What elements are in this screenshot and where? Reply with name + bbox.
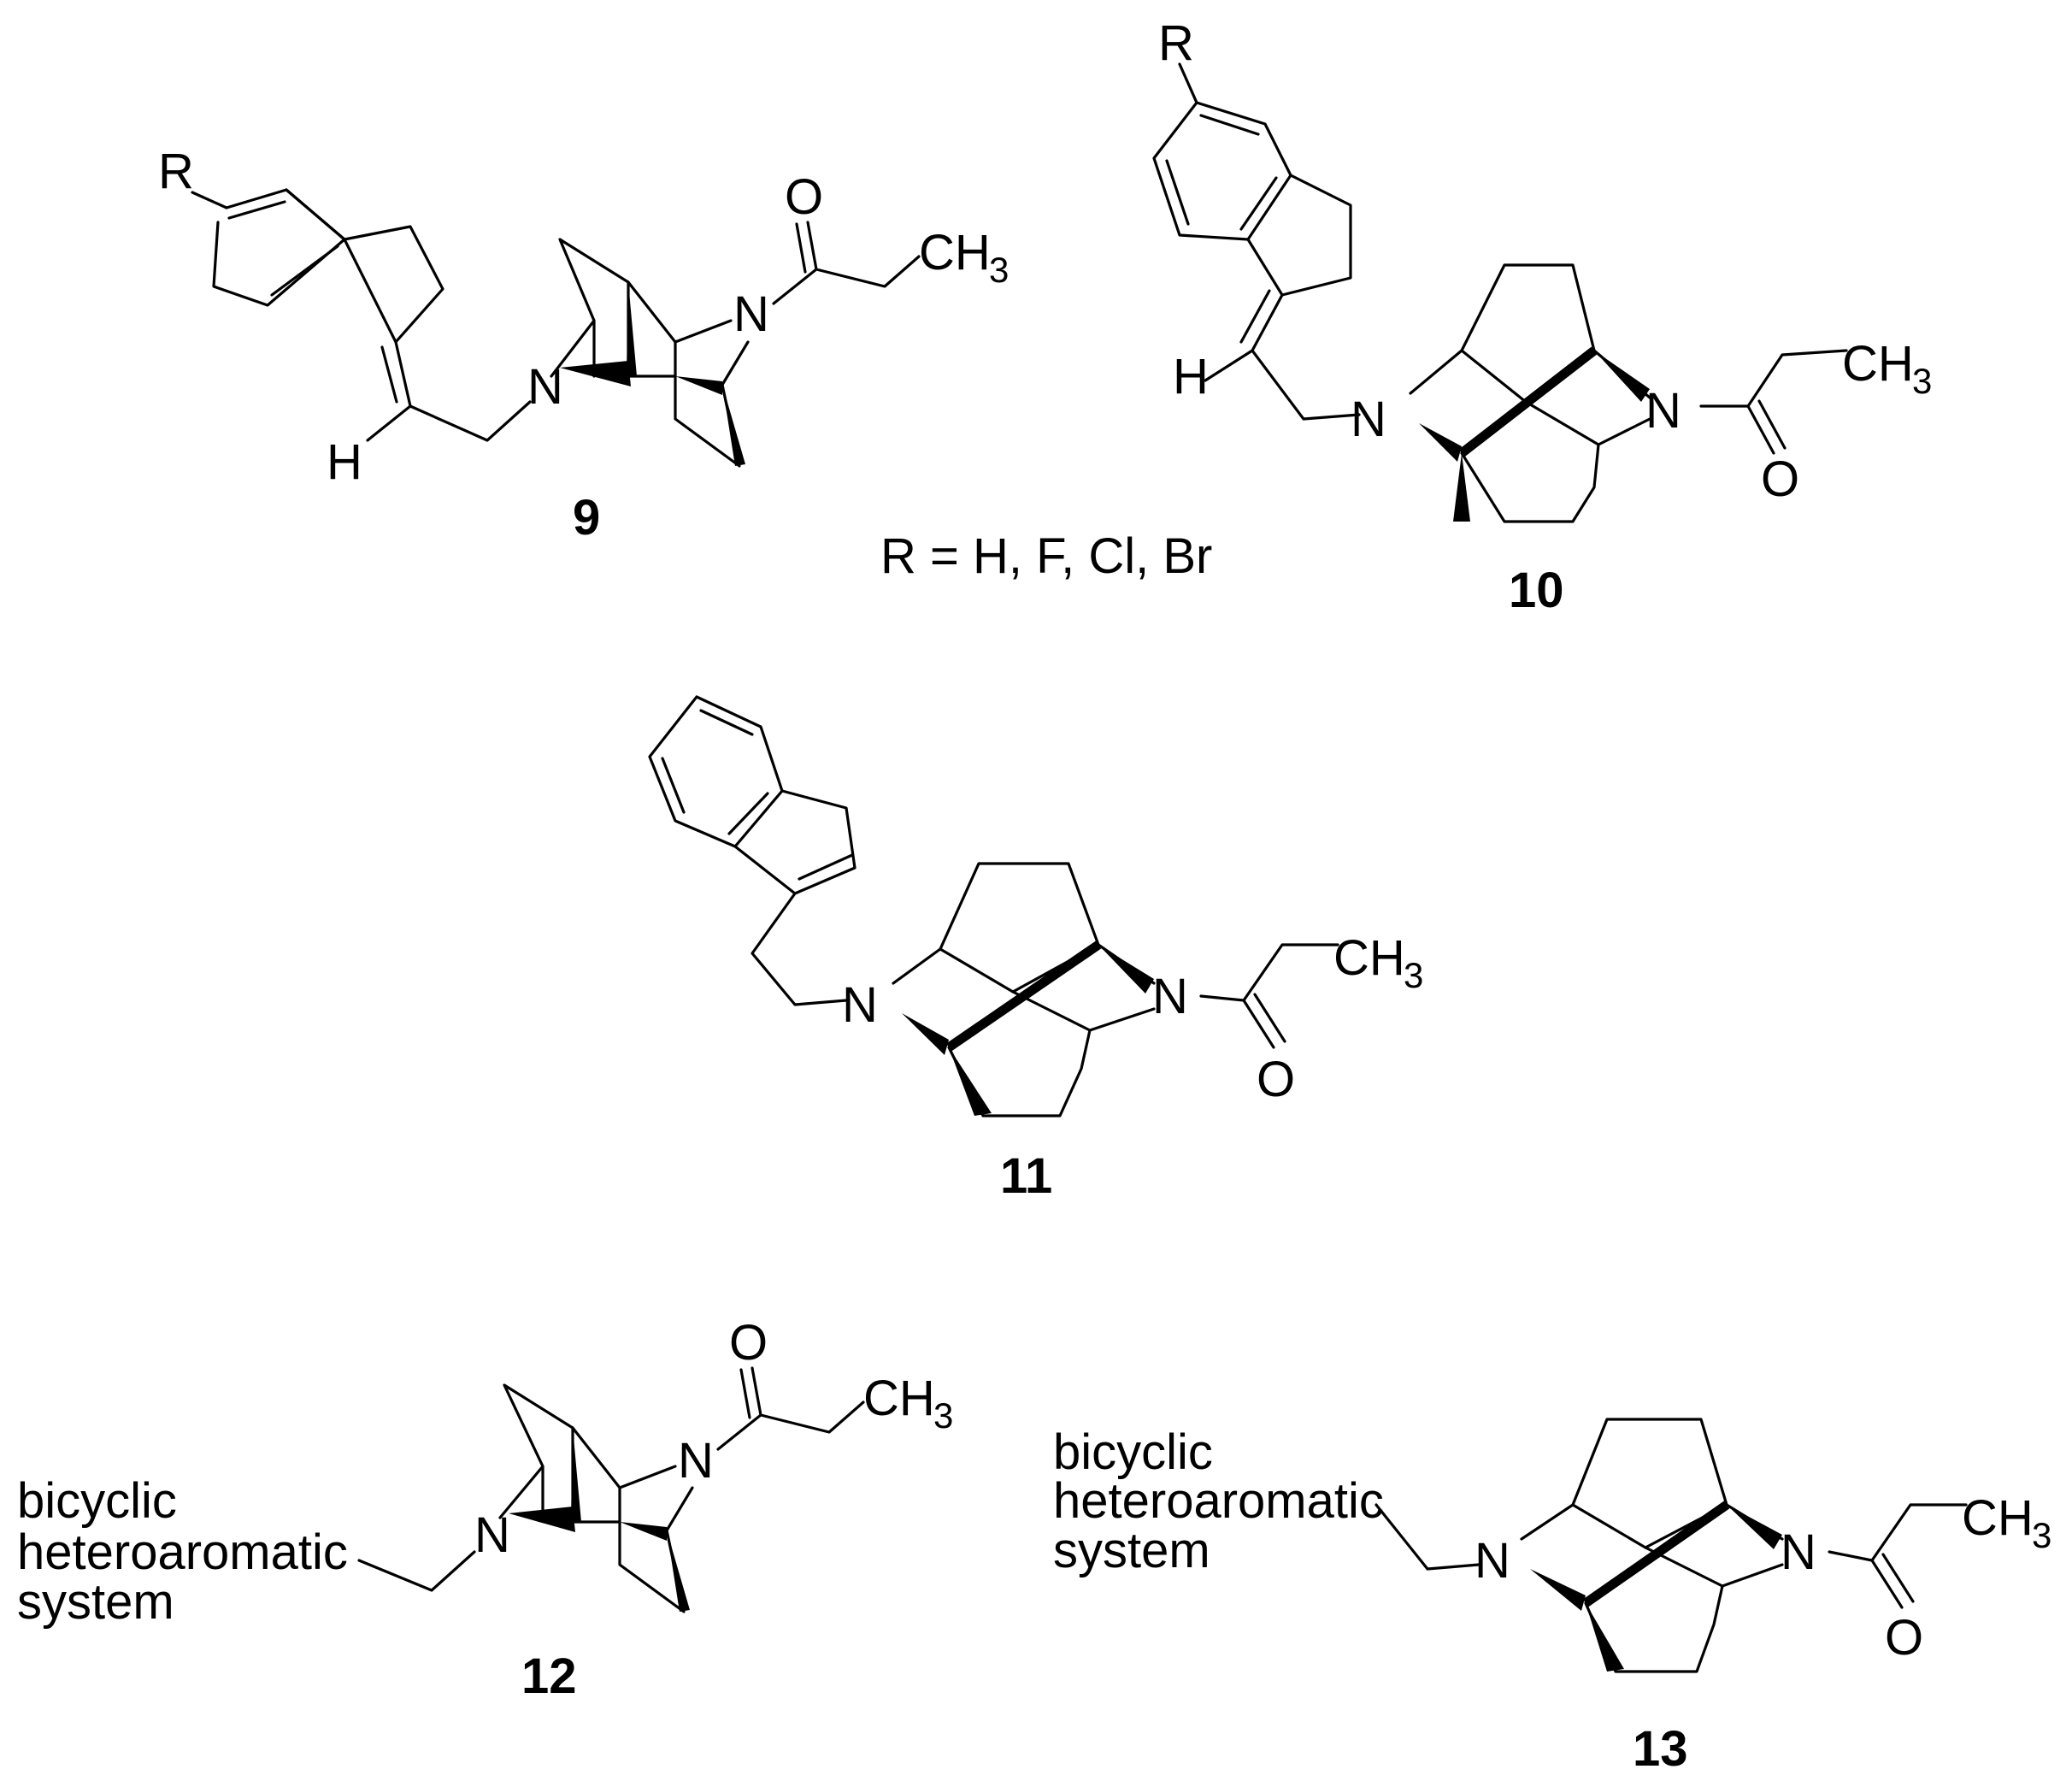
compound-13-wedge-1 (1530, 1569, 1586, 1611)
compound-12: bicyclic heteroaromatic system N N O CH … (17, 1315, 953, 1704)
compound-13-wedge-2 (1586, 1603, 1624, 1672)
compound-9-atom-n-left: N (527, 359, 563, 415)
compound-11-atom-ch: CH (1333, 930, 1405, 986)
compound-12-substituent-line-3: system (17, 1574, 174, 1630)
compound-9-atom-r: R (158, 144, 194, 199)
compound-11-wedge-2 (949, 1047, 992, 1116)
compound-13-atom-n-right: N (1781, 1524, 1816, 1580)
compound-11-atom-ch-sub: 3 (1404, 955, 1423, 995)
compound-11-bold-bond (945, 941, 1102, 1052)
compound-10-atom-ch-sub: 3 (1912, 361, 1932, 401)
compound-9-wedge-4 (627, 282, 637, 376)
compound-9: R N N O CH 3 H 9 (158, 144, 1009, 545)
compound-11-bonds (648, 695, 1339, 1117)
compound-12-atom-ch-sub: 3 (933, 1395, 953, 1436)
compound-12-bonds (357, 1366, 865, 1613)
compound-9-atom-o: O (785, 169, 823, 225)
compound-9-label: 9 (573, 490, 600, 545)
compound-11-atom-n-right: N (1152, 969, 1188, 1024)
compound-11-atom-n-left: N (842, 977, 878, 1033)
compound-10-atom-n-left: N (1351, 392, 1386, 447)
compound-11-wedge-1 (902, 1013, 949, 1055)
compound-9-wedge-1 (560, 361, 631, 386)
compound-10-atom-n-right: N (1645, 383, 1681, 439)
compound-9-wedge-3 (722, 385, 745, 466)
compound-12-wedge-3 (667, 1530, 690, 1612)
compound-10-atom-o: O (1761, 451, 1799, 507)
compound-12-atom-n-right: N (678, 1433, 714, 1489)
compound-11-atom-o: O (1257, 1052, 1295, 1107)
compound-9-bonds (191, 188, 921, 468)
compound-10-wedge-3 (1594, 351, 1650, 402)
compound-10: R N N O CH 3 H 10 (1152, 15, 1932, 618)
compound-13-wedge-3 (1727, 1505, 1782, 1549)
compound-10-atom-h: H (1173, 349, 1209, 404)
compound-10-atom-r: R (1158, 15, 1194, 71)
compound-10-bold-bond (1458, 346, 1598, 457)
compound-12-label: 12 (521, 1648, 577, 1704)
compound-11-wedge-3 (1098, 945, 1154, 994)
compound-10-wedge-1 (1419, 423, 1462, 462)
compound-10-label: 10 (1509, 563, 1564, 618)
compound-9-atom-n-right: N (733, 286, 769, 342)
compound-13-substituent-line-1: bicyclic (1053, 1424, 1213, 1480)
compound-12-atom-ch: CH (863, 1371, 935, 1426)
compound-12-substituent-line-2: heteroaromatic (17, 1524, 348, 1580)
compound-10-atom-ch: CH (1842, 336, 1914, 392)
compound-12-substituent-line-1: bicyclic (17, 1473, 177, 1529)
compound-12-atom-o: O (729, 1315, 768, 1371)
compound-9-atom-ch-sub: 3 (989, 250, 1009, 290)
compound-13-atom-o: O (1885, 1610, 1923, 1666)
compound-13-atom-ch-sub: 3 (2032, 1515, 2051, 1555)
compound-13-atom-ch: CH (1962, 1490, 2034, 1546)
compound-13-substituent-line-2: heteroaromatic (1053, 1473, 1384, 1529)
compound-13-bold-bond (1582, 1501, 1730, 1607)
r-definition: R = H, F, Cl, Br (880, 528, 1212, 584)
compound-13-substituent-line-3: system (1053, 1523, 1210, 1578)
compound-13: bicyclic heteroaromatic system N N O CH … (1053, 1418, 2051, 1775)
compound-12-atom-n-left: N (474, 1507, 510, 1563)
compound-10-bonds (1152, 62, 1848, 523)
compound-11: N N O CH 3 11 (648, 695, 1423, 1204)
compound-9-atom-ch: CH (919, 225, 991, 280)
compound-13-label: 13 (1633, 1721, 1688, 1775)
compound-13-atom-n-left: N (1475, 1533, 1510, 1589)
compound-10-wedge-2 (1453, 453, 1470, 522)
compound-11-label: 11 (1000, 1148, 1052, 1204)
compound-12-wedge-1 (509, 1507, 575, 1532)
compound-9-wedge-2 (675, 376, 722, 395)
compound-12-wedge-2 (620, 1522, 667, 1541)
compound-9-atom-h: H (327, 434, 362, 490)
compound-12-wedge-4 (571, 1428, 581, 1522)
